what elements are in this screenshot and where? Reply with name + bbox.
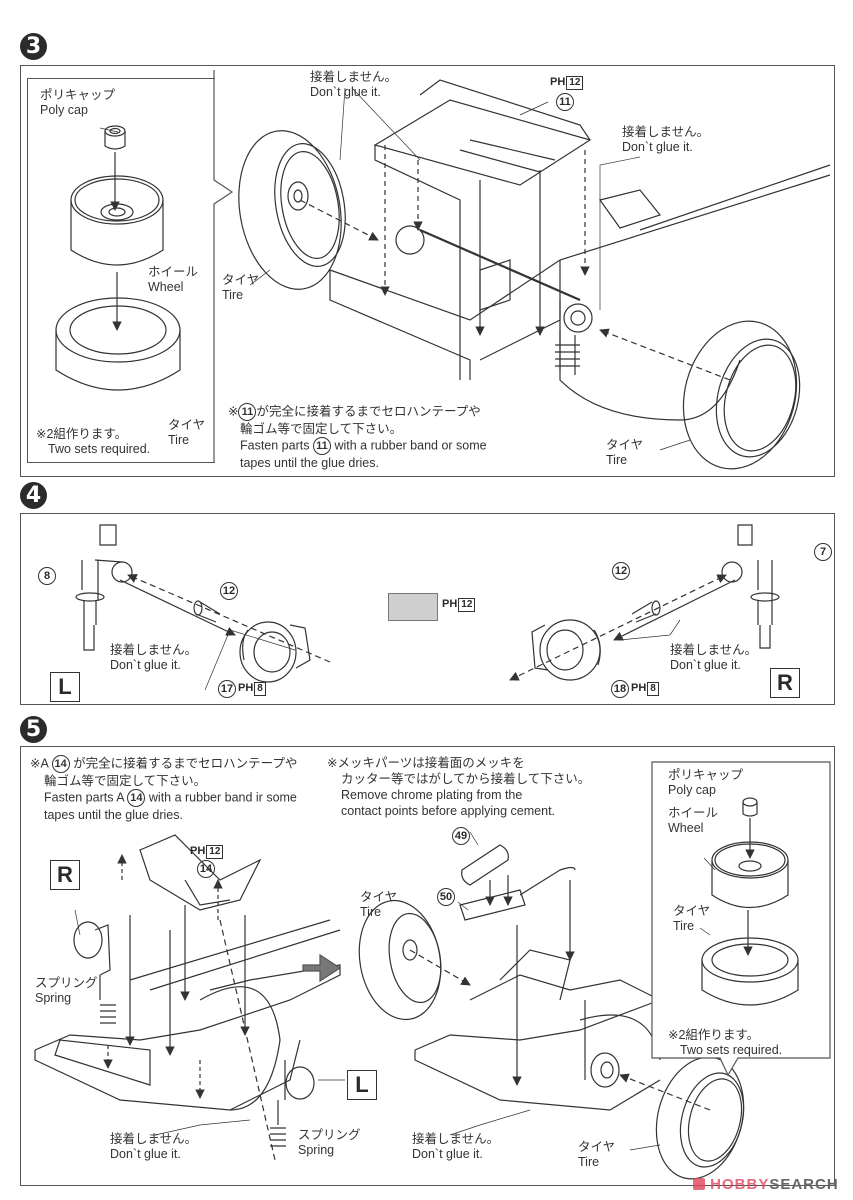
- side-r-badge-step4: R: [770, 668, 800, 698]
- part-12-left-callout: 12: [220, 582, 238, 600]
- part-12-right-callout: 12: [612, 562, 630, 580]
- two-sets-note-step5: ※2組作ります。 Two sets required.: [668, 1028, 783, 1057]
- tire-label-step5-top: タイヤ Tire: [360, 890, 398, 919]
- poly-cap-label: ポリキャップ Poly cap: [40, 88, 116, 117]
- part-8-callout: 8: [38, 567, 56, 585]
- step-3-wheel-inset: [27, 78, 215, 463]
- paint-swatch: [388, 593, 438, 621]
- tire-label-step5-bottom: タイヤ Tire: [578, 1140, 616, 1169]
- tire-label-inset: タイヤ Tire: [168, 418, 206, 447]
- side-r-badge-step5: R: [50, 860, 80, 890]
- step-3-number: 3: [20, 33, 47, 60]
- tire-label-step5-inset: タイヤ Tire: [673, 904, 711, 933]
- dont-glue-left-step5: 接着しません。 Don`t glue it.: [110, 1132, 198, 1161]
- step-4-frame: [20, 513, 835, 705]
- hobby-search-logo-icon: [693, 1178, 705, 1190]
- part-7-callout: 7: [814, 543, 832, 561]
- wheel-label: ホイール Wheel: [148, 265, 199, 294]
- spring-label-right: スプリング Spring: [298, 1128, 361, 1157]
- dont-glue-right-step4: 接着しません。 Don`t glue it.: [670, 643, 758, 672]
- side-l-badge-step5: L: [347, 1070, 377, 1100]
- chrome-plating-note: ※メッキパーツは接着面のメッキを カッター等ではがしてから接着して下さい。 Re…: [327, 756, 591, 818]
- step-5-fasten-note: ※A 14 が完全に接着するまでセロハンテープや 輪ゴム等で固定して下さい。 F…: [30, 755, 298, 822]
- step-4-number: 4: [20, 482, 47, 509]
- part-50-callout: 50: [437, 888, 455, 906]
- part-17-callout: 17: [218, 680, 236, 698]
- step-3-frame: [20, 65, 835, 477]
- poly-cap-label-step5: ポリキャップ Poly cap: [668, 768, 744, 797]
- wheel-label-step5: ホイール Wheel: [668, 806, 719, 835]
- dont-glue-left-step4: 接着しません。 Don`t glue it.: [110, 643, 198, 672]
- tire-label-right: タイヤ Tire: [606, 438, 644, 467]
- part-11-callout: 11: [556, 93, 574, 111]
- part-49-callout: 49: [452, 827, 470, 845]
- spring-label-left: スプリング Spring: [35, 976, 98, 1005]
- step-5-number: 5: [20, 716, 47, 743]
- two-sets-note: ※2組作ります。 Two sets required.: [36, 427, 151, 456]
- dont-glue-label-2: 接着しません。 Don`t glue it.: [622, 125, 710, 154]
- part-18-callout: 18: [611, 680, 629, 698]
- side-l-badge-step4: L: [50, 672, 80, 702]
- dont-glue-right-step5: 接着しません。 Don`t glue it.: [412, 1132, 500, 1161]
- step-5-frame: [20, 746, 835, 1186]
- hobby-search-watermark: HOBBYSEARCH: [693, 1176, 839, 1193]
- part-14-callout: 14: [197, 860, 215, 878]
- dont-glue-label-1: 接着しません。 Don`t glue it.: [310, 70, 398, 99]
- tire-label-left: タイヤ Tire: [222, 273, 260, 302]
